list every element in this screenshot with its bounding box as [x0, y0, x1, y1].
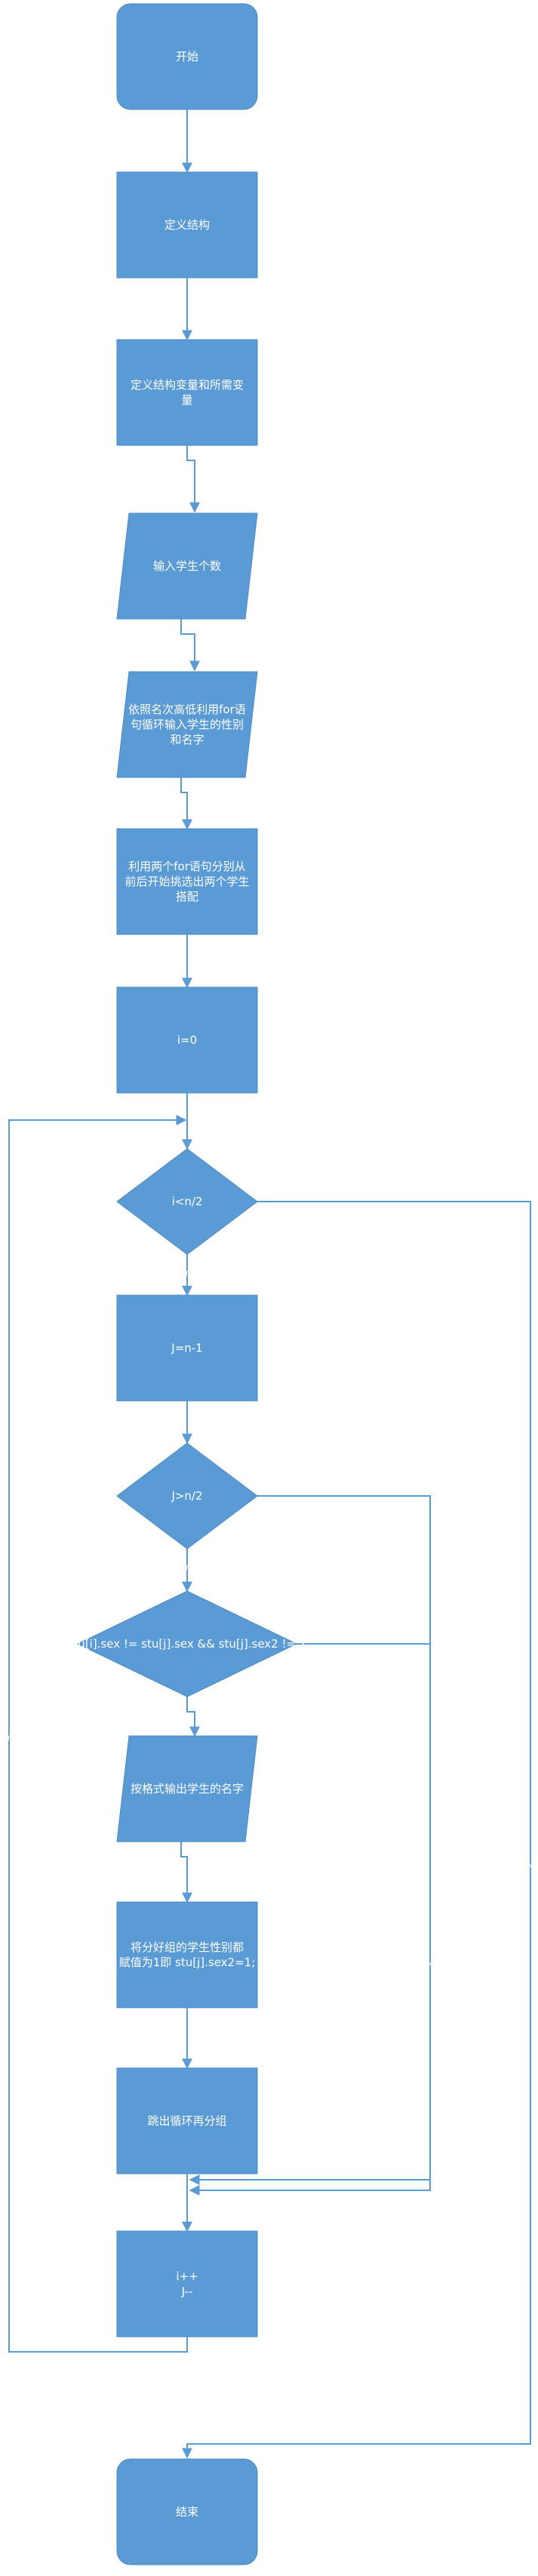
- nodes: 开始定义结构定义结构变量和所需变量输入学生个数依照名次高低利用for语句循环输入…: [68, 3, 307, 2565]
- node-cond-sex-label: stu[i].sex != stu[j].sex && stu[j].sex2 …: [68, 1637, 307, 1651]
- node-init-i-label: i=0: [177, 1033, 197, 1047]
- node-cond-j-shape: [116, 1442, 258, 1550]
- edge-input-loop-to-two-for: [180, 777, 192, 830]
- node-end-label: 结束: [176, 2505, 198, 2519]
- node-init-i-shape: [116, 986, 258, 1094]
- edge-input-n-to-input-loop: [180, 619, 200, 672]
- node-start-label: 开始: [176, 50, 198, 63]
- node-cond-j-label: J>n/2: [171, 1489, 202, 1503]
- label-cond-j-yes: Y: [183, 1562, 189, 1572]
- node-two-for-label: 前后开始挑选出两个学生: [125, 875, 249, 888]
- edge-cond-i-no: [182, 1201, 531, 2459]
- label-cond-i-no: N: [527, 1861, 533, 1871]
- label-cond-j-no: N: [427, 1959, 433, 1969]
- node-assign-label: 将分好组的学生性别都: [131, 1940, 244, 1954]
- node-init-j-label: J=n-1: [171, 1341, 202, 1355]
- edge-loop-back-to-cond-i: [8, 1115, 188, 2353]
- node-start: 开始: [116, 3, 258, 110]
- node-cond-sex-shape: [76, 1590, 298, 1697]
- edge-cond-sex-no: [189, 1643, 431, 2185]
- node-cond-j: J>n/2: [116, 1442, 258, 1550]
- node-def-struct-label: 定义结构: [164, 218, 210, 232]
- node-input-n: 输入学生个数: [116, 512, 258, 620]
- edge-def-vars-to-input-n: [186, 445, 200, 513]
- node-assign-label: 赋值为1即 stu[j].sex2=1;: [119, 1956, 256, 1969]
- node-cond-i: i<n/2: [116, 1148, 258, 1255]
- node-assign-shape: [116, 1901, 258, 2008]
- node-init-i: i=0: [116, 986, 258, 1094]
- node-break-out-shape: [116, 2067, 258, 2174]
- node-input-loop-label: 依照名次高低利用for语: [128, 703, 246, 716]
- node-two-for-shape: [116, 828, 258, 935]
- node-two-for-label: 利用两个for语句分别从: [128, 860, 246, 873]
- node-incr: i++ J--: [116, 2230, 258, 2337]
- label-loop-back: Y: [5, 1733, 11, 1743]
- node-break-out-label: 跳出循环再分组: [147, 2114, 226, 2128]
- node-init-j-shape: [116, 1294, 258, 1402]
- node-end: 结束: [116, 2458, 258, 2565]
- node-def-vars-label: 定义结构变量和所需变: [131, 378, 244, 392]
- node-output-shape: [116, 1735, 258, 1842]
- node-two-for-label: 搭配: [176, 890, 198, 903]
- node-start-shape: [116, 3, 258, 110]
- node-end-shape: [116, 2458, 258, 2565]
- node-input-loop-shape: [116, 671, 258, 778]
- edge-labels: Y Y N N Y: [5, 1268, 533, 1969]
- node-cond-i-label: i<n/2: [172, 1195, 203, 1208]
- edge-cond-sex-to-output: [186, 1697, 200, 1737]
- node-def-struct-shape: [116, 171, 258, 279]
- edges: [8, 109, 531, 2459]
- node-incr-label: J--: [181, 2285, 193, 2298]
- node-cond-sex: stu[i].sex != stu[j].sex && stu[j].sex2 …: [68, 1590, 307, 1697]
- node-def-vars-shape: [116, 339, 258, 446]
- node-output: 按格式输出学生的名字: [116, 1735, 258, 1842]
- node-break-out: 跳出循环再分组: [116, 2067, 258, 2174]
- node-input-n-shape: [116, 512, 258, 620]
- node-def-vars-label: 量: [181, 393, 192, 407]
- node-input-loop-label: 句循环输入学生的性别: [131, 718, 244, 731]
- edge-output-to-assign: [180, 1842, 192, 1904]
- node-cond-i-shape: [116, 1148, 258, 1255]
- label-cond-i-yes: Y: [183, 1268, 189, 1278]
- node-output-label: 按格式输出学生的名字: [131, 1782, 244, 1796]
- node-init-j: J=n-1: [116, 1294, 258, 1402]
- node-incr-shape: [116, 2230, 258, 2337]
- node-incr-label: i++: [176, 2270, 198, 2283]
- node-input-n-label: 输入学生个数: [153, 559, 221, 573]
- node-def-struct: 定义结构: [116, 171, 258, 279]
- node-input-loop-label: 和名字: [170, 733, 204, 746]
